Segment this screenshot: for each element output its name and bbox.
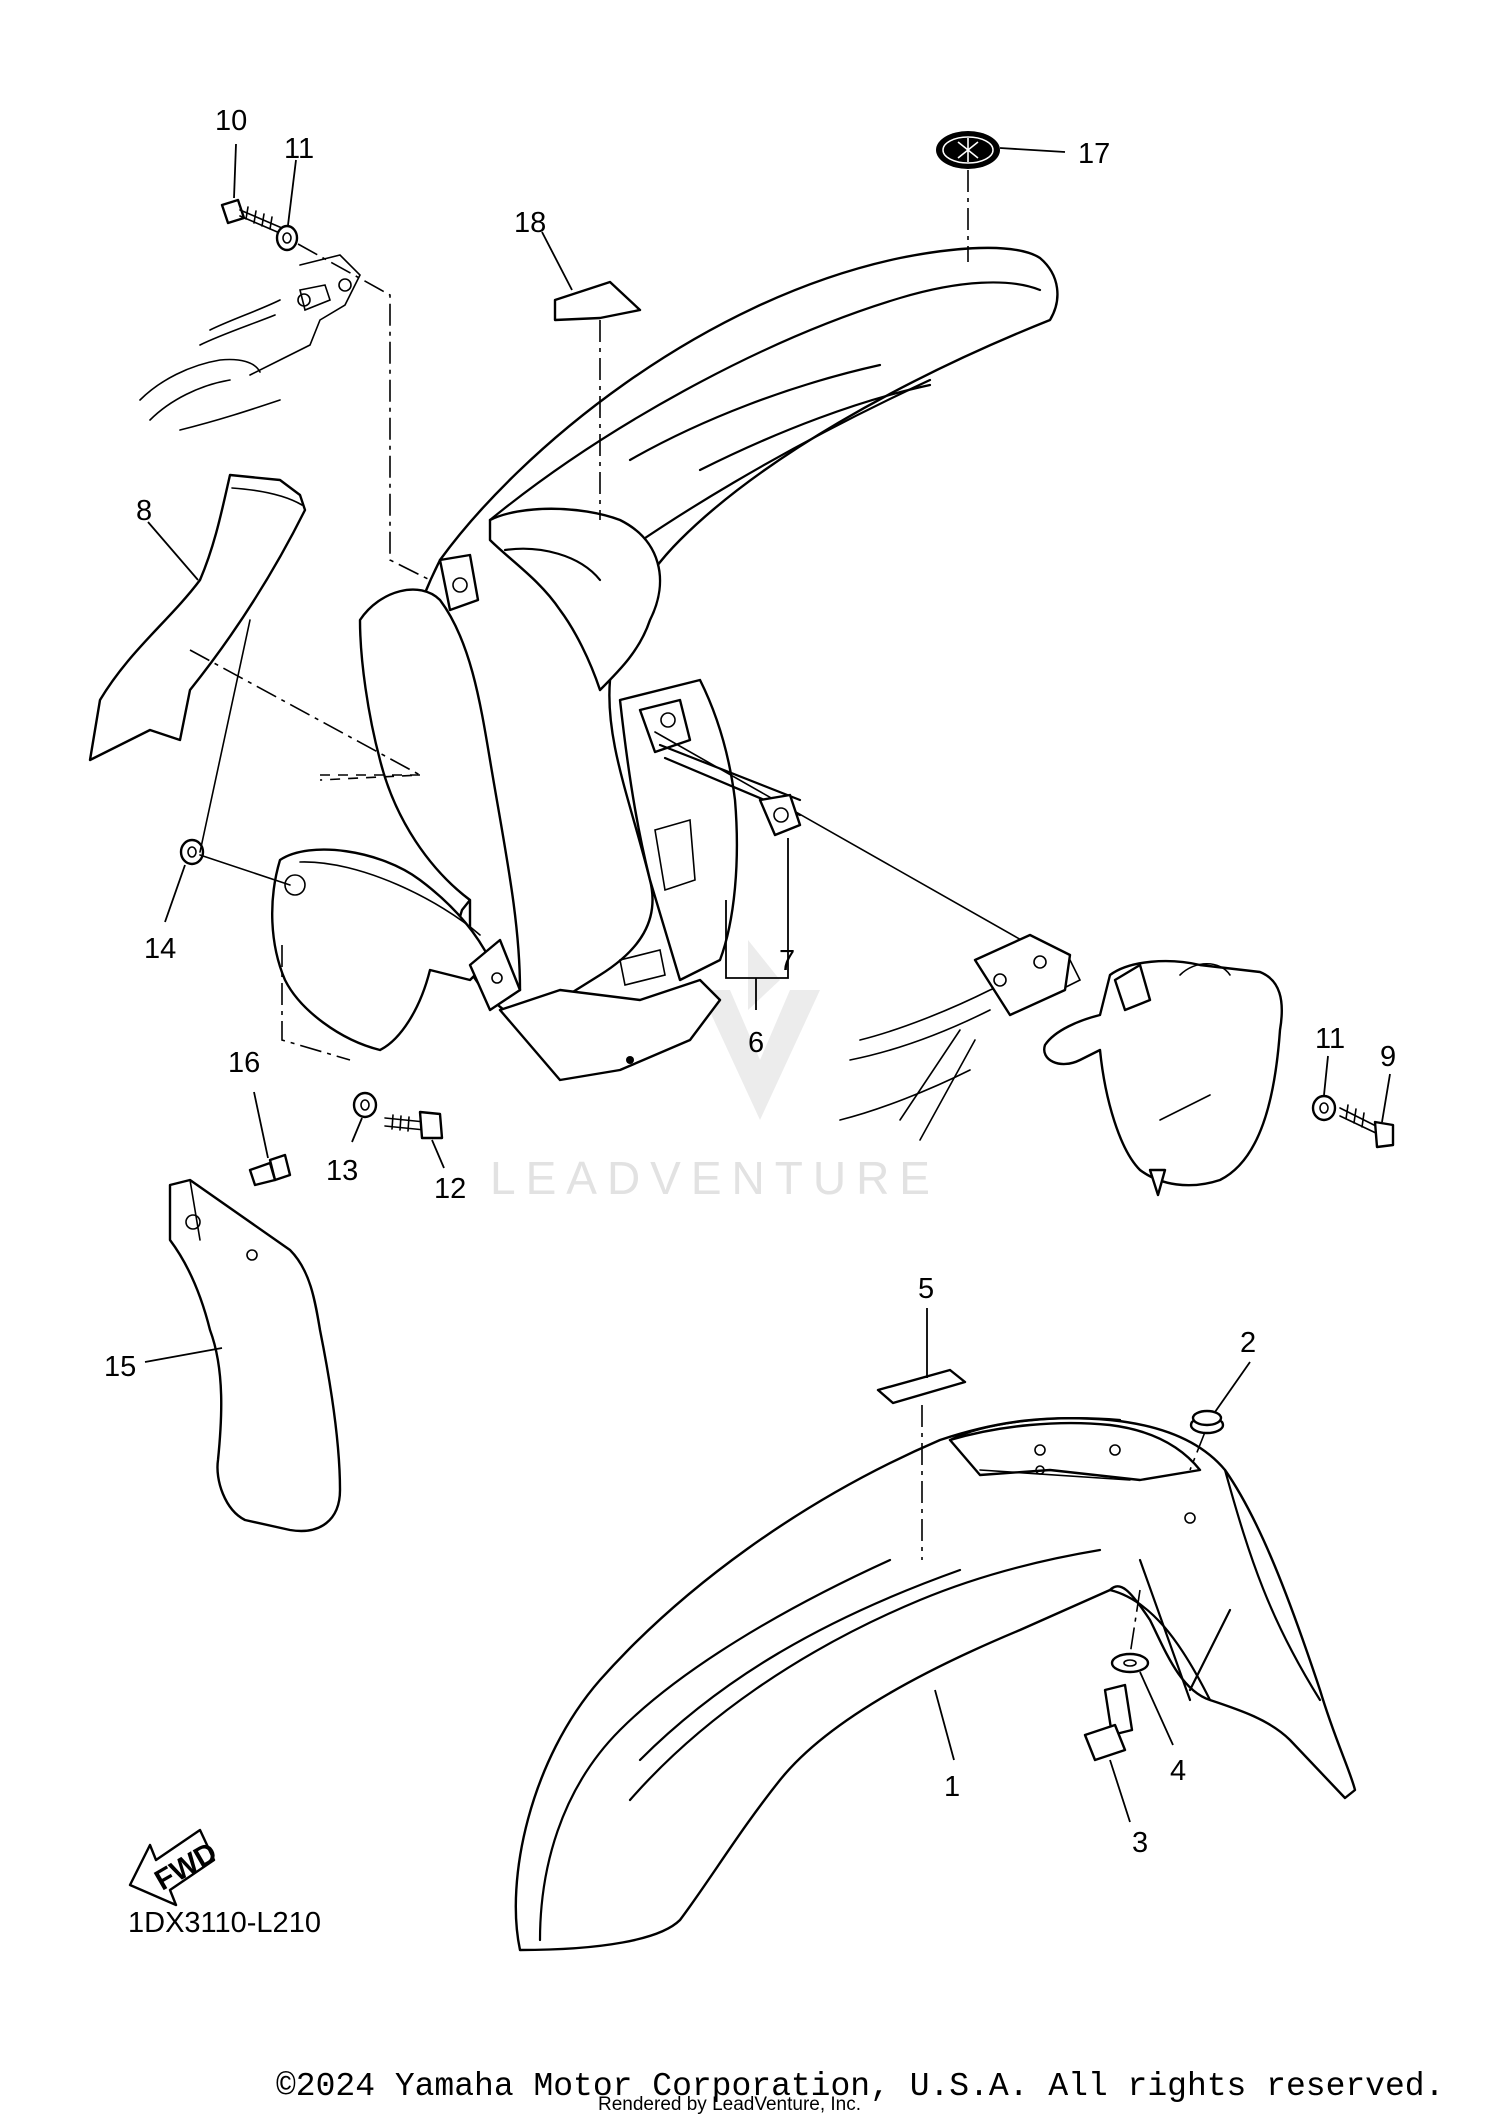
clip-nut (758, 793, 802, 837)
rear-decal (553, 280, 642, 322)
rendered-by-notice: Rendered by LeadVenture, Inc. (598, 2094, 862, 2115)
top-bolt (220, 198, 283, 235)
right-washer (1311, 1094, 1337, 1122)
callout-14: 14 (144, 933, 176, 965)
callout-2: 2 (1240, 1327, 1256, 1359)
rear-fender (271, 246, 1059, 1082)
front-bolt (1083, 1683, 1134, 1762)
callout-9: 9 (1380, 1041, 1396, 1073)
mid-bolt (384, 1110, 444, 1140)
mud-flap (168, 1178, 342, 1533)
assembly-lines (189, 170, 1206, 1656)
watermark-text: LEADVENTURE (490, 1152, 940, 1204)
fwd-arrow: FWD (128, 1828, 223, 1907)
callout-10: 10 (215, 105, 247, 137)
callout-15: 15 (104, 1351, 136, 1383)
fuel-tank (1043, 959, 1283, 1197)
callout-17: 17 (1078, 138, 1110, 170)
emblem (936, 131, 1000, 169)
grommet (1189, 1409, 1225, 1435)
mid-washer (352, 1091, 378, 1119)
callout-8: 8 (136, 495, 152, 527)
callout-16: 16 (228, 1047, 260, 1079)
diagram-code: 1DX3110-L210 (128, 1907, 321, 1939)
front-fender (514, 1417, 1357, 1952)
callout-labels: 10 11 18 17 8 14 7 6 11 9 16 13 12 15 5 … (104, 105, 1396, 1939)
copyright-notice: ©2024 Yamaha Motor Corporation, U.S.A. A… (276, 2068, 1445, 2105)
right-bolt (1339, 1104, 1395, 1149)
callout-12: 12 (434, 1173, 466, 1205)
callout-4: 4 (1170, 1755, 1186, 1787)
callout-11-top: 11 (284, 133, 314, 165)
left-washer (179, 838, 205, 866)
callout-18: 18 (514, 207, 546, 239)
callout-11-right: 11 (1315, 1023, 1345, 1055)
callout-13: 13 (326, 1155, 358, 1187)
callout-1: 1 (944, 1771, 960, 1803)
callout-3: 3 (1132, 1827, 1148, 1859)
top-washer (275, 224, 299, 252)
frame-right (839, 933, 1082, 1141)
front-decal (876, 1368, 967, 1405)
callout-7: 7 (779, 945, 795, 977)
callout-5: 5 (918, 1273, 934, 1305)
leadventure-watermark: LEADVENTURE (490, 940, 940, 1204)
side-panel (88, 473, 307, 762)
callout-6: 6 (748, 1027, 764, 1059)
rivet (248, 1153, 292, 1187)
frame-top-left (139, 254, 361, 431)
front-washer (1110, 1652, 1150, 1674)
leader-lines (144, 143, 1391, 1823)
